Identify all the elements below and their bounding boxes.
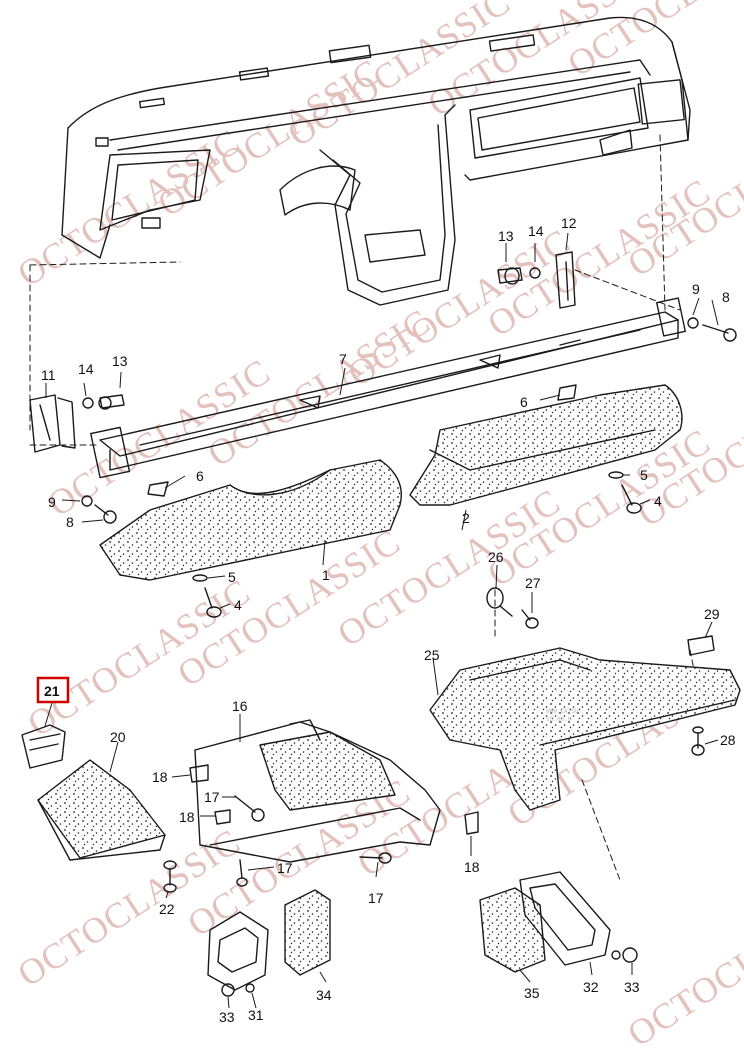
callout-8-right: 8	[722, 289, 730, 305]
lower-tray	[429, 647, 741, 811]
callout-9-right: 9	[692, 281, 700, 297]
callout-17-right: 17	[368, 890, 384, 906]
screw-17-mid	[236, 859, 248, 887]
callout-20: 20	[110, 729, 126, 745]
callout-34: 34	[316, 987, 332, 1003]
dashboard-panel	[61, 16, 691, 306]
callout-29: 29	[704, 606, 720, 622]
callout-31: 31	[248, 1007, 264, 1023]
callout-17-mid: 17	[277, 860, 293, 876]
callout-5-left: 5	[228, 569, 236, 585]
callout-6-right: 6	[520, 394, 528, 410]
screw-8-9-right	[687, 317, 737, 342]
callout-27: 27	[525, 575, 541, 591]
callout-33-left: 33	[219, 1009, 235, 1024]
clip-18-top	[189, 764, 209, 783]
side-pocket	[37, 759, 166, 859]
glovebox-frame	[194, 721, 441, 863]
side-pocket-edge	[37, 799, 166, 861]
callout-14-right: 14	[528, 223, 544, 239]
screw-33-right	[611, 947, 638, 963]
callout-16: 16	[232, 698, 248, 714]
lower-tray-ridge	[469, 659, 591, 681]
callout-33-right: 33	[624, 979, 640, 995]
screw-28	[691, 726, 705, 756]
screw-27	[521, 609, 539, 629]
padding-left-lip	[229, 469, 331, 496]
padding-right	[409, 384, 683, 506]
highlighted-callout-21[interactable]: 21	[36, 676, 70, 727]
bracket-right	[555, 251, 576, 309]
bracket-left	[29, 394, 76, 453]
callout-11: 11	[41, 367, 56, 383]
clip-6-right	[557, 384, 577, 401]
callout-18-top: 18	[152, 769, 168, 785]
callout-22: 22	[159, 901, 175, 917]
callout-21: 21	[44, 683, 60, 699]
callout-18-mid: 18	[179, 809, 195, 825]
callout-26: 26	[488, 549, 504, 565]
bolt-13-14-right	[497, 267, 541, 285]
callout-1: 1	[322, 567, 330, 583]
callout-8-left: 8	[66, 514, 74, 530]
part-labels: 7 2 1 11 14 13 13 14 12 9 8 9 8 4 5 4 5 …	[41, 215, 736, 1024]
callout-4-right: 4	[654, 493, 662, 509]
leader-lines	[29, 134, 701, 881]
clip-6-left	[147, 481, 169, 497]
screw-8-9-left	[81, 495, 117, 524]
screw-22	[163, 860, 177, 893]
callout-2: 2	[462, 510, 470, 526]
cross-member	[90, 297, 686, 479]
ashtray-32	[519, 871, 611, 966]
clip-21	[21, 724, 66, 769]
screw-4-5-left	[192, 574, 222, 618]
catalog-stamp-line2: 15.00.0	[546, 716, 572, 723]
screw-17-right	[359, 852, 392, 864]
housing-35	[479, 887, 546, 973]
ashtray-31	[207, 911, 269, 991]
callout-5-right: 5	[640, 467, 648, 483]
screw-4-5-right	[608, 471, 642, 514]
lower-tray-edge	[539, 699, 736, 746]
clip-18-mid	[214, 809, 231, 825]
housing-34	[284, 889, 331, 976]
padding-left	[99, 459, 402, 581]
callout-4-left: 4	[234, 597, 242, 613]
catalog-stamp-line1: WWW.CATSU	[546, 708, 579, 715]
callout-25: 25	[424, 647, 440, 663]
screw-33-left	[221, 983, 255, 997]
screw-17-top	[234, 795, 265, 822]
bolt-13-14-left	[82, 394, 125, 410]
clip-18-low	[464, 811, 479, 835]
glovebox-rail	[209, 807, 421, 846]
glovebox	[259, 731, 396, 811]
glovebox-hinge	[289, 719, 321, 741]
padding-right-edge	[429, 429, 656, 471]
callout-9-left: 9	[48, 494, 56, 510]
label-leaders	[45, 232, 719, 1009]
callout-12: 12	[561, 215, 577, 231]
callout-28: 28	[720, 732, 736, 748]
callout-32: 32	[583, 979, 599, 995]
callout-6-left: 6	[196, 468, 204, 484]
callout-35: 35	[524, 985, 540, 1001]
clip-29	[687, 635, 715, 656]
callout-14-left: 14	[78, 361, 94, 377]
callout-13-left: 13	[112, 353, 128, 369]
callout-7: 7	[339, 351, 347, 367]
callout-18-low: 18	[464, 859, 480, 875]
clip-26	[486, 587, 513, 617]
callout-13-right: 13	[498, 228, 514, 244]
callout-17-top: 17	[204, 789, 220, 805]
exploded-view-drawing: 7 2 1 11 14 13 13 14 12 9 8 9 8 4 5 4 5 …	[21, 16, 741, 1024]
